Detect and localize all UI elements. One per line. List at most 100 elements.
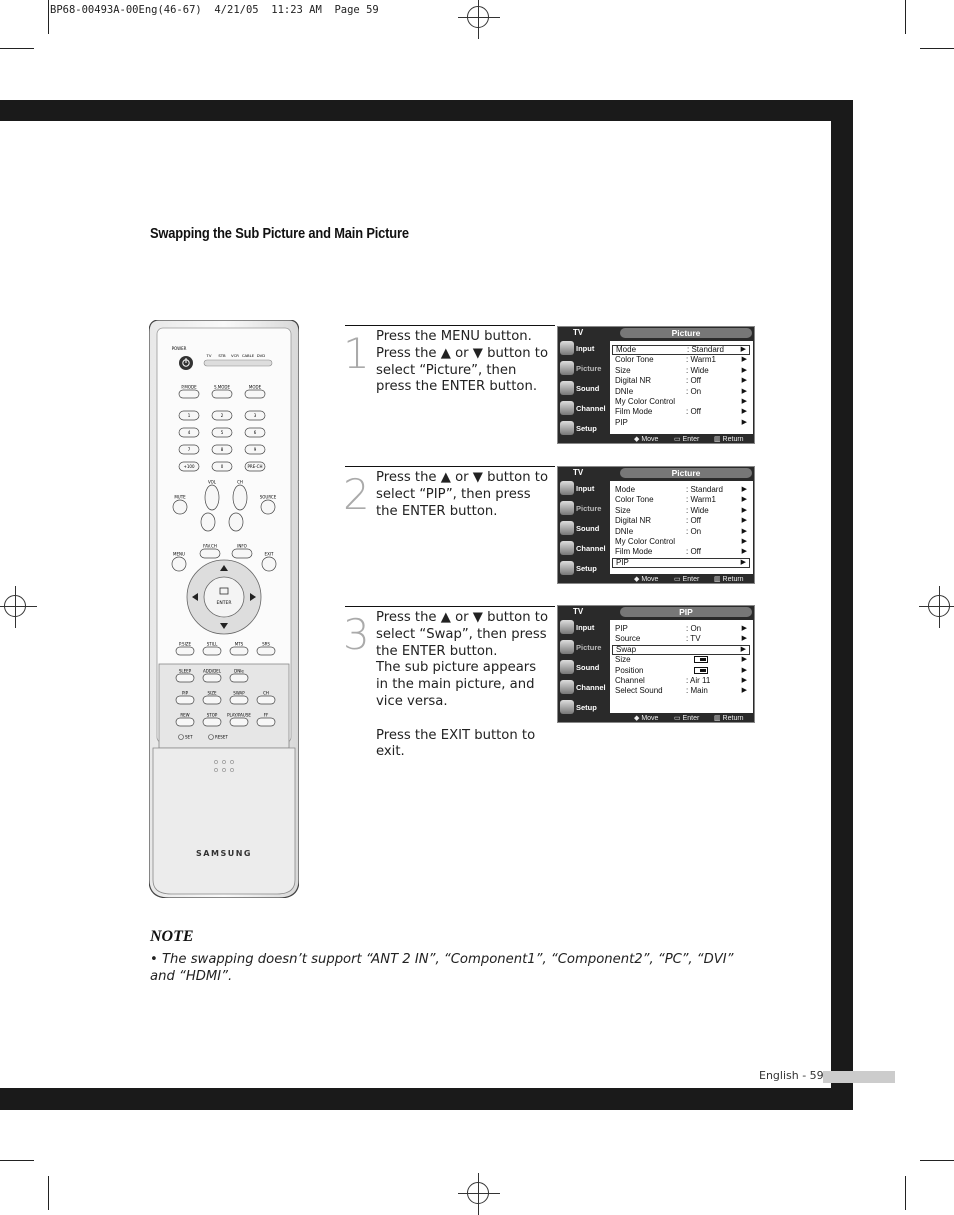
sleep-button[interactable] xyxy=(175,673,195,683)
osd-sidebar-item[interactable]: Channel xyxy=(560,539,606,557)
osd-menu-row[interactable]: Mode: Standard▶ xyxy=(612,345,750,355)
osd-sidebar-item[interactable]: Channel xyxy=(560,678,606,696)
source-button[interactable] xyxy=(260,499,276,515)
osd-menu-row[interactable]: Color Tone: Warm1▶ xyxy=(612,495,750,505)
digit-button[interactable] xyxy=(211,427,233,438)
registration-mark xyxy=(919,586,954,628)
osd-menu-row[interactable]: Position▶ xyxy=(612,666,750,676)
stop-button[interactable] xyxy=(202,717,222,727)
osd-row-label: Size xyxy=(615,655,631,665)
osd-menu-row[interactable]: Swap▶ xyxy=(612,644,750,655)
digit-button[interactable] xyxy=(244,444,266,455)
set-reset-hole[interactable] xyxy=(178,734,184,740)
still-button[interactable] xyxy=(202,646,222,656)
osd-row-label: Position xyxy=(615,665,644,675)
osd-menu-row[interactable]: DNIe: On▶ xyxy=(612,527,750,537)
osd-menu-row[interactable]: Film Mode: Off▶ xyxy=(612,547,750,557)
digit-button[interactable] xyxy=(244,410,266,421)
mode-button[interactable] xyxy=(244,389,266,399)
digit-button[interactable] xyxy=(244,427,266,438)
osd-sidebar-item[interactable]: Sound xyxy=(560,519,606,537)
osd-menu-row[interactable]: Size: Wide▶ xyxy=(612,506,750,516)
mode-button[interactable] xyxy=(178,389,200,399)
digit-button[interactable] xyxy=(211,410,233,421)
osd-sidebar-label: Setup xyxy=(576,564,597,573)
channel-button[interactable] xyxy=(232,484,248,511)
osd-menu-row[interactable]: Source: TV▶ xyxy=(612,634,750,644)
osd-sidebar-item[interactable]: Input xyxy=(560,479,606,497)
digit-button[interactable] xyxy=(211,461,233,472)
fast-forward-button[interactable] xyxy=(256,717,276,727)
osd-sidebar-item[interactable]: Sound xyxy=(560,379,606,397)
osd-menu-row[interactable]: Film Mode: Off▶ xyxy=(612,407,750,417)
pip-button-label: PIP xyxy=(182,691,189,696)
play-pause-button[interactable] xyxy=(229,717,249,727)
osd-sidebar-item[interactable]: Picture xyxy=(560,499,606,517)
exit-button[interactable] xyxy=(261,556,277,572)
digit-button[interactable] xyxy=(178,427,200,438)
osd-sidebar-item[interactable]: Setup xyxy=(560,698,606,716)
arrow-right-icon: ▶ xyxy=(740,645,746,653)
mute-button[interactable] xyxy=(172,499,188,515)
info-button[interactable] xyxy=(231,548,253,559)
volume-button[interactable] xyxy=(204,484,220,511)
osd-sidebar-item[interactable]: Picture xyxy=(560,359,606,377)
volume-down-button[interactable] xyxy=(200,512,216,532)
osd-menu-row[interactable]: Channel: Air 11▶ xyxy=(612,676,750,686)
menu-button[interactable] xyxy=(171,556,187,572)
osd-menu-row[interactable]: My Color Control▶ xyxy=(612,397,750,407)
osd-sidebar-item[interactable]: Channel xyxy=(560,399,606,417)
rewind-button[interactable] xyxy=(175,717,195,727)
digit-button[interactable] xyxy=(178,461,200,472)
osd-menu-row[interactable]: Digital NR: Off▶ xyxy=(612,516,750,526)
add-del-button[interactable] xyxy=(202,673,222,683)
osd-menu-row[interactable]: Mode: Standard▶ xyxy=(612,485,750,495)
osd-panel: PIP: On▶Source: TV▶Swap▶Size▶Position▶Ch… xyxy=(610,620,753,713)
digit-button[interactable] xyxy=(178,444,200,455)
osd-menu-row[interactable]: PIP: On▶ xyxy=(612,624,750,634)
fav-ch-button[interactable] xyxy=(199,548,221,559)
channel-down-button[interactable] xyxy=(228,512,244,532)
osd-menu-row[interactable]: PIP▶ xyxy=(612,557,750,568)
digit-button-label: 4 xyxy=(188,430,191,435)
mode-button[interactable] xyxy=(211,389,233,399)
srs-button[interactable] xyxy=(256,646,276,656)
osd-sidebar-item[interactable]: Input xyxy=(560,339,606,357)
step-line: Press the MENU button. xyxy=(376,329,532,344)
arrow-right-icon: ▶ xyxy=(741,548,747,556)
digit-button[interactable] xyxy=(178,410,200,421)
osd-sidebar-item[interactable]: Setup xyxy=(560,559,606,577)
dnie-button[interactable] xyxy=(229,673,249,683)
osd-menu-row[interactable]: Color Tone: Warm1▶ xyxy=(612,355,750,365)
mute-button-label: MUTE xyxy=(174,495,186,500)
menu-category-icon xyxy=(560,501,574,515)
osd-row-label: My Color Control xyxy=(615,537,676,546)
osd-menu-row[interactable]: DNIe: On▶ xyxy=(612,387,750,397)
osd-sidebar-item[interactable]: Input xyxy=(560,618,606,636)
osd-footer: ◆ Move▭ Enter▥ Return xyxy=(610,574,753,584)
pip-button[interactable] xyxy=(175,695,195,705)
return-hint: ▥ Return xyxy=(714,436,744,443)
osd-sidebar-item[interactable]: Picture xyxy=(560,638,606,656)
osd-menu-row[interactable]: Size: Wide▶ xyxy=(612,366,750,376)
size-button[interactable] xyxy=(202,695,222,705)
osd-menu-row[interactable]: Digital NR: Off▶ xyxy=(612,376,750,386)
osd-menu-row[interactable]: My Color Control▶ xyxy=(612,537,750,547)
swap-button[interactable] xyxy=(229,695,249,705)
set-reset-hole[interactable] xyxy=(208,734,214,740)
digit-button[interactable] xyxy=(211,444,233,455)
p-size-button[interactable] xyxy=(175,646,195,656)
osd-sidebar-item[interactable]: Sound xyxy=(560,658,606,676)
step-line xyxy=(376,711,552,728)
osd-menu-row[interactable]: Size▶ xyxy=(612,655,750,665)
osd-menu-row[interactable]: Select Sound: Main▶ xyxy=(612,686,750,696)
mode-label: VCR xyxy=(231,353,239,358)
digit-button[interactable] xyxy=(244,461,266,472)
mts-button[interactable] xyxy=(229,646,249,656)
osd-sidebar-item[interactable]: Setup xyxy=(560,419,606,437)
arrow-right-icon: ▶ xyxy=(741,486,747,493)
digit-button-label: 5 xyxy=(221,430,224,435)
pip-channel-button[interactable] xyxy=(256,695,276,705)
osd-menu-row[interactable]: PIP▶ xyxy=(612,418,750,428)
